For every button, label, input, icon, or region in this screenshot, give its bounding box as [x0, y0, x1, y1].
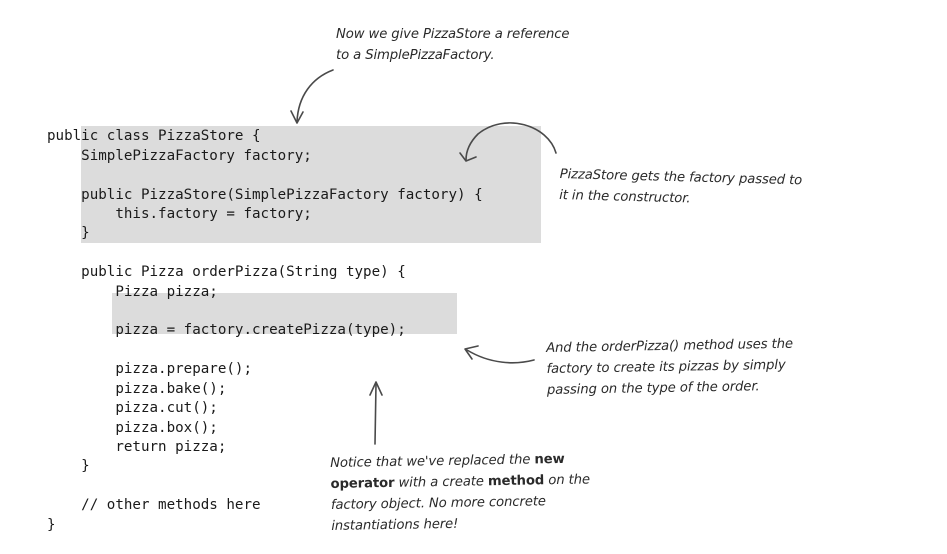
code-line: // other methods here — [47, 497, 261, 514]
code-line: } — [47, 458, 90, 475]
reference-arrow — [296, 69, 334, 123]
code-line: pizza.cut(); — [47, 400, 218, 417]
code-line: public PizzaStore(SimplePizzaFactory fac… — [47, 186, 483, 203]
code-line: this.factory = factory; — [47, 206, 312, 223]
code-line: } — [47, 516, 56, 533]
code-line: pizza.bake(); — [47, 380, 227, 397]
code-line: Pizza pizza; — [47, 283, 218, 300]
code-line: pizza.box(); — [47, 419, 218, 436]
constructor-arrowhead — [459, 152, 477, 162]
code-listing: public class PizzaStore { SimplePizzaFac… — [47, 108, 483, 554]
reference-arrowhead — [290, 110, 304, 124]
constructor-highlight — [81, 126, 541, 243]
replace-arrow — [374, 383, 377, 445]
create-pizza-highlight — [112, 293, 457, 334]
code-line: return pizza; — [47, 438, 227, 455]
code-line: } — [47, 225, 90, 242]
code-line: pizza = factory.createPizza(type); — [47, 322, 406, 339]
code-line: SimplePizzaFactory factory; — [47, 147, 312, 164]
replace-arrowhead — [369, 381, 383, 396]
reference-note-line2: to a SimplePizzaFactory. — [336, 48, 495, 63]
reference-note-line1: Now we give PizzaStore a reference — [336, 27, 570, 42]
constructor-arrow — [465, 122, 557, 161]
reference-note: Now we give PizzaStore a reference to a … — [336, 24, 570, 66]
order-arrowhead — [464, 345, 479, 360]
code-line: pizza.prepare(); — [47, 361, 252, 378]
code-line: public class PizzaStore { — [47, 128, 261, 145]
order-arrow — [466, 349, 535, 364]
code-line: public Pizza orderPizza(String type) { — [47, 264, 406, 281]
